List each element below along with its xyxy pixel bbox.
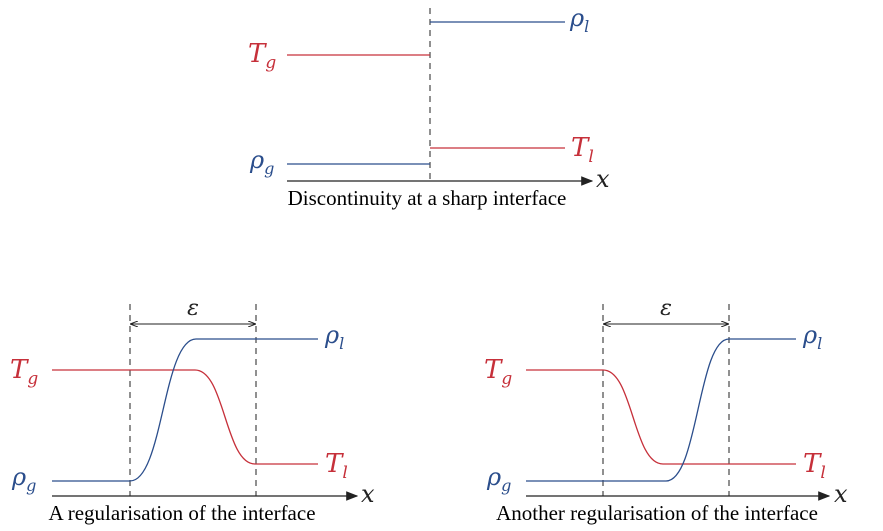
label-epsilon: ε (187, 296, 199, 321)
panel-sharp: Tg Tl ρg ρl x Discontinuity at a sharp i… (248, 4, 610, 210)
temperature-profile (526, 369, 796, 465)
temperature-profile (52, 369, 318, 465)
panel-regularised-1: ε Tg Tl ρg ρl x A regularisation of the … (10, 296, 375, 525)
label-rho-gas: ρg (11, 463, 36, 495)
label-rho-liquid: ρl (569, 4, 589, 36)
panel-regularised-2: ε Tg Tl ρg ρl x Another regularisation o… (484, 296, 848, 525)
density-profile (526, 338, 796, 482)
label-x: x (361, 480, 375, 508)
label-rho-gas: ρg (486, 463, 511, 495)
label-T-liquid: Tl (325, 449, 348, 483)
caption-sharp: Discontinuity at a sharp interface (288, 186, 567, 210)
label-rho-liquid: ρl (802, 321, 822, 353)
caption-regularised-1: A regularisation of the interface (48, 501, 315, 525)
label-T-gas: Tg (248, 39, 276, 73)
label-T-gas: Tg (484, 355, 512, 389)
label-rho-liquid: ρl (324, 321, 344, 353)
label-T-gas: Tg (10, 355, 38, 389)
label-rho-gas: ρg (249, 146, 274, 178)
label-x: x (834, 480, 848, 508)
label-x: x (596, 165, 610, 193)
label-T-liquid: Tl (571, 133, 594, 167)
density-profile (52, 338, 318, 482)
label-epsilon: ε (660, 296, 672, 321)
label-T-liquid: Tl (803, 449, 826, 483)
caption-regularised-2: Another regularisation of the interface (496, 501, 818, 525)
